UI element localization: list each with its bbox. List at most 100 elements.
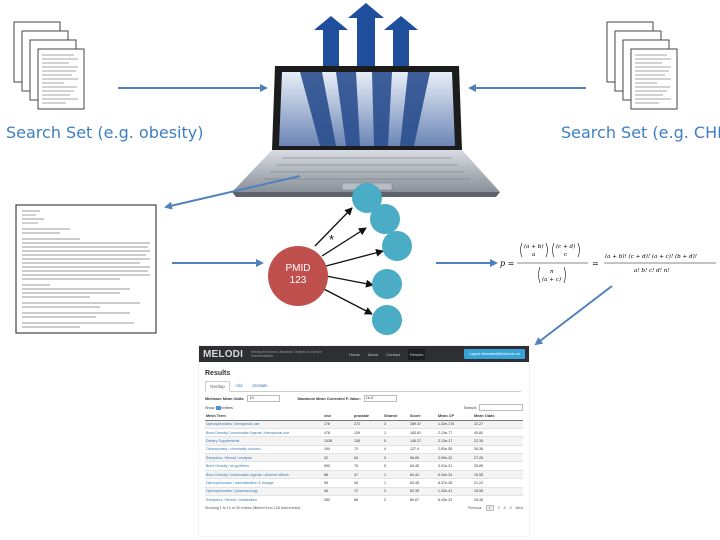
cell-mesh-term[interactable]: Bone Density Conservation Agents / adver… (205, 469, 323, 479)
cell-prostate: 139 (353, 427, 383, 437)
col-score[interactable]: Score (409, 412, 437, 421)
table-row: Diphosphonates / pharmacology 46 72 3 82… (205, 486, 523, 496)
pager-page-3[interactable]: 3 (503, 506, 506, 511)
table-row: Osteoporosis / chemically induced 194 73… (205, 444, 523, 454)
cell-score: 84.44 (409, 469, 437, 479)
cell-shared: 1 (383, 478, 409, 488)
cell-score: 183.81 (409, 427, 437, 437)
formula-n: n (550, 269, 554, 275)
nav-about[interactable]: About (367, 351, 379, 357)
cell-mesh-term[interactable]: Receptors, Steroid / analysis (205, 453, 323, 462)
pager-previous[interactable]: Previous (467, 506, 482, 511)
cell-mesh-term[interactable]: Receptors, Steroid / metabolism (205, 494, 323, 504)
cell-mean-odds: 35.89 (473, 461, 523, 471)
col-prostate[interactable]: prostate (353, 412, 383, 421)
pmid-network-edges (314, 207, 384, 315)
cell-mean-odds: 39.38 (473, 444, 523, 454)
max-p-value-input[interactable]: 1e-5 (363, 395, 397, 403)
search-input[interactable] (479, 404, 523, 412)
cell-score: 289.47 (409, 419, 437, 429)
pmid-label: PMID 123 (268, 263, 328, 287)
nav-contact[interactable]: Contact (386, 351, 401, 357)
cell-mesh-term[interactable]: Diphosphonates / administration & dosage (205, 478, 323, 488)
term-node (370, 204, 400, 234)
cell-mesh-term[interactable]: Osteoporosis / chemically induced (205, 444, 323, 454)
cell-mesh-term[interactable]: Dietary Supplements (205, 436, 323, 446)
cell-chd: 280 (323, 494, 353, 504)
right-document-stack (606, 21, 678, 110)
cell-mean-odds: 27.28 (473, 453, 523, 462)
term-node (372, 305, 402, 335)
results-table: Mesh Term chd prostate Shared Score Mean… (205, 412, 523, 504)
pager-next[interactable]: Next (515, 506, 523, 511)
cell-mesh-term[interactable]: Bone Density Conservation Agents / thera… (205, 427, 323, 437)
cell-mean-cp: 8.37e-28 (437, 478, 473, 488)
formula-a-plus-b: (a + b) (524, 243, 544, 250)
tab-overlap[interactable]: Overlap (205, 381, 230, 392)
table-info: Showing 1 to 10 of 40 entries (filtered … (205, 506, 301, 511)
table-footer: Showing 1 to 10 of 40 entries (filtered … (205, 505, 523, 512)
cell-mean-odds: 22.27 (473, 419, 523, 429)
entries-select[interactable] (215, 405, 221, 410)
cell-mean-cp: 3.99e-32 (437, 453, 473, 462)
cell-mean-odds: 22.39 (473, 436, 523, 446)
cell-shared: 4 (383, 444, 409, 454)
col-shared[interactable]: Shared (383, 412, 409, 421)
cell-shared: 1 (383, 469, 409, 479)
logout-button[interactable]: Logout ebenabed@bristol.ac.uk (464, 349, 525, 359)
pmid-node (268, 246, 328, 306)
upload-arrows-icon (314, 3, 418, 66)
pager-page-4[interactable]: 4 (509, 506, 512, 511)
left-document-stack (13, 21, 85, 110)
pager-page-1[interactable]: 1 (485, 505, 494, 512)
table-row: Bone Density Conservation Agents / thera… (205, 427, 523, 437)
tab-chd[interactable]: chd (235, 383, 243, 388)
cell-mean-cp: 2.83e-55 (437, 444, 473, 454)
arrow-formula-to-results (534, 285, 613, 346)
formula-svg: p = (a + b) a (c + d) c n (a + c) = (a +… (500, 242, 716, 284)
pmid-label-line1: PMID (285, 263, 311, 274)
formula-c-plus-d: (c + d) (556, 243, 575, 250)
pager-page-2[interactable]: 2 (497, 506, 500, 511)
cell-mesh-term[interactable]: Bone Density / drug effects (205, 461, 323, 471)
cell-chd: 478 (323, 427, 353, 437)
cell-mean-cp: 2.13e-17 (437, 436, 473, 446)
cell-mean-odds: 26.46 (473, 494, 523, 504)
cell-mean-cp: 1.32e-175 (437, 419, 473, 429)
col-mesh-term[interactable]: Mesh Term (205, 412, 323, 421)
formula-numerator: (a + b)! (c + d)! (a + c)! (b + d)! (605, 253, 697, 260)
min-mean-odds-input[interactable]: 10 (247, 395, 281, 403)
tab-prostate[interactable]: prostate (252, 383, 268, 388)
col-mean-cp[interactable]: Mean CP (437, 412, 473, 421)
cell-chd: 590 (323, 461, 353, 471)
nav-results[interactable]: Results (408, 348, 426, 360)
cell-mesh-term[interactable]: Diphosphonates / therapeutic use (205, 419, 323, 429)
cell-prostate: 46 (353, 478, 383, 488)
table-row: Diphosphonates / administration & dosage… (205, 478, 523, 488)
nav-home[interactable]: Home (349, 351, 360, 357)
cell-mean-cp: 3.01e-21 (437, 461, 473, 471)
col-mean-odds[interactable]: Mean Odds (473, 412, 523, 421)
term-node (372, 269, 402, 299)
term-nodes (352, 183, 412, 335)
asterisk-label: * (329, 232, 335, 247)
table-row: Bone Density Conservation Agents / adver… (205, 469, 523, 479)
cell-mean-cp: 1.32e-41 (437, 486, 473, 496)
app-brand[interactable]: MELODI (203, 348, 244, 360)
table-search: Search: (464, 404, 523, 412)
laptop-icon (232, 66, 500, 197)
cell-score: 84.45 (409, 461, 437, 471)
cell-chd: 176 (323, 419, 353, 429)
col-chd[interactable]: chd (323, 412, 353, 421)
arrow-laptop-to-abstract (164, 175, 301, 210)
cell-chd: 194 (323, 444, 353, 454)
cell-mean-odds: 15.55 (473, 469, 523, 479)
cell-score: 146.27 (409, 436, 437, 446)
entries-label: entries (221, 405, 233, 410)
cell-mesh-term[interactable]: Diphosphonates / pharmacology (205, 486, 323, 496)
cell-prostate: 138 (353, 436, 383, 446)
cell-shared: 5 (383, 436, 409, 446)
cell-prostate: 75 (353, 461, 383, 471)
filter-row: Minimum Mean Odds: 10 Maximum Mean Corre… (205, 395, 529, 403)
max-p-value-label: Maximum Mean Corrected P-Value: (297, 396, 361, 401)
